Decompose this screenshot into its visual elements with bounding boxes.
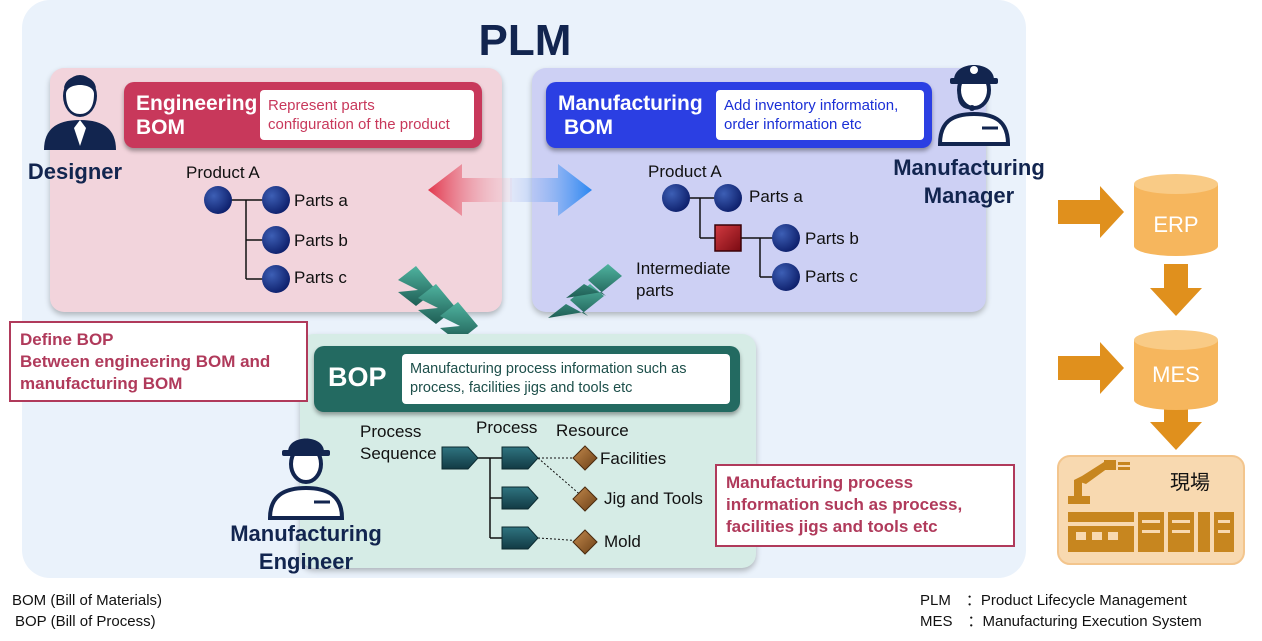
mfg-product-node [662, 184, 690, 212]
mfg-process-line2: information such as process, [726, 495, 963, 514]
chevron-up-icon [548, 264, 622, 318]
mfg-product-label: Product A [648, 162, 722, 181]
eng-product-node [204, 186, 232, 214]
resource-jig-label: Jig and Tools [604, 489, 703, 508]
eng-part-b-label: Parts b [294, 231, 348, 250]
engineering-bom-description-line1: Represent parts [268, 97, 375, 114]
mfg-intermediate-node [714, 224, 742, 252]
manufacturing-bom-title-line1: Manufacturing [558, 92, 703, 115]
mfg-part-b-node [772, 224, 800, 252]
manufacturing-bom-description-line1: Add inventory information, [724, 97, 899, 114]
engineering-bom-header: Engineering BOM Represent parts configur… [124, 82, 482, 148]
bop-col-sequence-line2: Sequence [360, 444, 437, 463]
process-pentagon-3 [501, 526, 539, 550]
manufacturing-engineer-icon [267, 438, 345, 520]
bop-col-sequence-line1: Process [360, 422, 422, 441]
plm-title: PLM [478, 16, 572, 65]
engineering-bom-description: Represent parts configuration of the pro… [260, 90, 474, 140]
manufacturing-manager-icon [937, 65, 1011, 146]
resource-mold-label: Mold [604, 532, 641, 551]
eng-part-c-node [262, 265, 290, 293]
arrow-to-manufacturing [510, 164, 592, 216]
manufacturing-engineer-line1: Manufacturing [230, 521, 382, 546]
manufacturing-engineer-line2: Engineer [258, 549, 354, 574]
manufacturing-bom-description: Add inventory information, order informa… [716, 90, 924, 140]
manufacturing-manager-line2: Manager [923, 183, 1015, 208]
intermediate-label-line1: Intermediate [636, 259, 731, 278]
bop-description-line2: process, facilities jigs and tools etc [410, 380, 633, 396]
shop-floor-label: 現場 [1170, 472, 1210, 494]
bop-description: Manufacturing process information such a… [402, 354, 730, 404]
mfg-process-note: Manufacturing process information such a… [715, 464, 1015, 547]
mfg-part-c-label: Parts c [805, 267, 858, 286]
eng-part-b-node [262, 226, 290, 254]
resource-diamond-jig [572, 486, 598, 512]
bop-header: BOP Manufacturing process information su… [314, 346, 740, 412]
mfg-part-b-label: Parts b [805, 229, 859, 248]
define-bop-line2: Between engineering BOM and [20, 352, 271, 371]
mes-database-icon [1134, 330, 1218, 410]
footer-mes-abbrev: MES ：Manufacturing Execution System [920, 613, 1202, 630]
arrow-mes-to-floor [1150, 404, 1202, 450]
footer-bom-abbrev: BOM (Bill of Materials) [12, 592, 163, 609]
mfg-part-a-label: Parts a [749, 187, 803, 206]
erp-database-icon [1134, 174, 1218, 256]
robot-arm-icon [1068, 460, 1130, 504]
designer-icon [44, 75, 116, 150]
designer-label: Designer [27, 159, 123, 184]
define-bop-note: Define BOP Between engineering BOM and m… [9, 321, 308, 402]
define-bop-line1: Define BOP [20, 330, 114, 349]
chevron-down-icon [398, 266, 478, 342]
footer-plm-abbrev: PLM ：Product Lifecycle Management [920, 592, 1187, 609]
mfg-part-a-node [714, 184, 742, 212]
bop-col-sequence: Process Sequence [360, 421, 437, 465]
manufacturing-bom-header: Manufacturing BOM Add inventory informat… [546, 82, 932, 148]
manufacturing-manager-label: Manufacturing Manager [876, 154, 1062, 210]
bop-title: BOP [328, 362, 387, 392]
mfg-part-c-node [772, 263, 800, 291]
erp-label: ERP [1153, 212, 1199, 237]
process-pentagon-1 [501, 446, 539, 470]
engineering-bom-description-line2: configuration of the product [268, 116, 450, 133]
resource-diamond-mold [572, 529, 598, 555]
process-pentagon-2 [501, 486, 539, 510]
resource-facilities-label: Facilities [600, 449, 667, 468]
eng-part-a-node [262, 186, 290, 214]
manufacturing-engineer-label: Manufacturing Engineer [212, 520, 400, 576]
arrow-to-engineering [428, 164, 512, 216]
arrow-erp-to-mes [1150, 264, 1202, 316]
resource-diamond-facilities [572, 445, 598, 471]
engineering-bom-title-line2: BOM [136, 116, 185, 140]
eng-product-label: Product A [186, 163, 260, 182]
define-bop-line3: manufacturing BOM [20, 374, 183, 393]
bop-col-resource: Resource [556, 421, 629, 440]
sequence-pentagon [441, 446, 479, 470]
eng-part-a-label: Parts a [294, 191, 348, 210]
intermediate-parts-label: Intermediate parts [636, 258, 731, 302]
arrow-plm-to-mes [1058, 342, 1124, 394]
engineering-bom-title-line1: Engineering [136, 92, 258, 115]
arrow-plm-to-erp [1058, 186, 1124, 238]
eng-part-c-label: Parts c [294, 268, 347, 287]
mes-label: MES [1152, 362, 1200, 387]
manufacturing-bom-title-line2: BOM [564, 116, 613, 140]
shop-floor-panel [1057, 455, 1245, 565]
mfg-process-line1: Manufacturing process [726, 473, 914, 492]
mfg-process-line3: facilities jigs and tools etc [726, 517, 938, 536]
footer-bop-abbrev: BOP (Bill of Process) [15, 613, 156, 630]
intermediate-label-line2: parts [636, 281, 674, 300]
bop-col-process: Process [476, 418, 538, 437]
manufacturing-bom-description-line2: order information etc [724, 116, 862, 133]
bop-description-line1: Manufacturing process information such a… [410, 361, 687, 377]
manufacturing-manager-line1: Manufacturing [893, 155, 1045, 180]
